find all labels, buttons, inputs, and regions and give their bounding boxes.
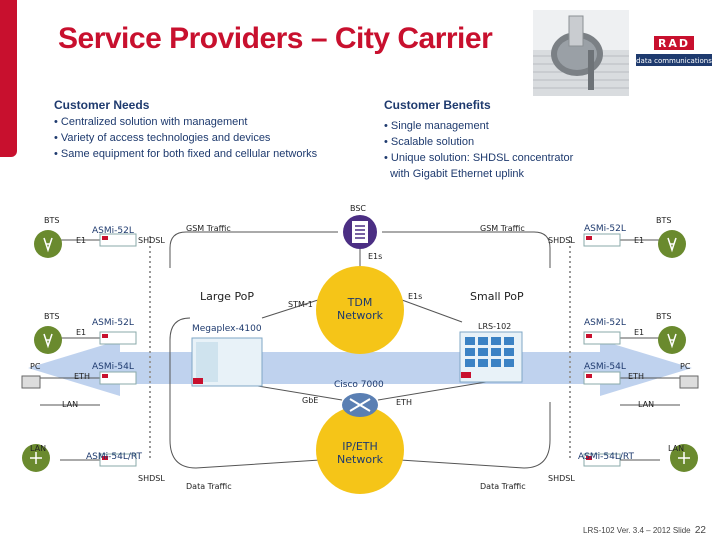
rad-logo: RAD data communications [636,30,712,72]
footer-text: LRS-102 Ver. 3.4 – 2012 Slide [583,526,691,535]
asmi52l-label-2: ASMi-52L [584,224,626,234]
bts-label-2: BTS [656,216,672,225]
e1s-label-2: E1s [408,292,423,301]
e1-label-4: E1 [634,328,645,337]
asmi52l-label-3: ASMi-52L [92,318,134,328]
lrs-device [459,331,523,383]
page-number: 22 [694,525,706,536]
benefits-item-1: • Single management [384,120,489,132]
asmi52l-label-4: ASMi-52L [584,318,626,328]
asmi54l-label-1: ASMi-54L [92,362,134,372]
pc-label-1: PC [30,362,41,371]
e1-label-3: E1 [76,328,87,337]
tdm-network-cloud [316,266,404,354]
gbe-label: GbE [302,396,319,405]
shdsl-label-1: SHDSL [138,236,165,245]
cisco-router-icon [342,393,378,417]
lan-label-1: LAN [62,400,79,409]
lrs-label: LRS-102 [478,322,512,331]
accent-bar [0,0,17,157]
bts-label-3: BTS [44,312,60,321]
svg-text:RAD: RAD [658,37,690,50]
bts-label-4: BTS [656,312,672,321]
lan-label-4: LAN [668,444,685,453]
asmi52l-label-1: ASMi-52L [92,226,134,236]
svg-text:data communications: data communications [636,57,712,65]
megaplex-device [191,337,263,387]
pc-icon [21,375,699,389]
megaplex-label: Megaplex-4100 [192,324,262,334]
ip-network-cloud [316,406,404,494]
large-pop-label: Large PoP [200,290,255,303]
data-traffic-label-2: Data Traffic [480,482,526,491]
bsc-label: BSC [350,204,367,213]
antenna-photo [533,10,629,96]
pc-label-2: PC [680,362,691,371]
e1s-label-1: E1s [368,252,383,261]
benefits-item-4: with Gigabit Ethernet uplink [384,168,525,180]
data-traffic-label-1: Data Traffic [186,482,232,491]
needs-item-2: • Variety of access technologies and dev… [54,132,271,144]
eth-label-2: ETH [628,372,644,381]
bsc-icon [343,215,377,249]
slide-footer: LRS-102 Ver. 3.4 – 2012 Slide 22 [583,525,706,536]
needs-item-1: • Centralized solution with management [54,116,248,128]
stm1-label: STM-1 [288,300,313,309]
connection-lines [30,231,690,469]
asmi-boxes-right [583,233,621,467]
benefits-item-3: • Unique solution: SHDSL concentrator [384,152,574,164]
bts-label-1: BTS [44,216,60,225]
asmi54lrt-label-1: ASMi-54L/RT [86,452,142,462]
small-pop-label: Small PoP [470,290,524,303]
shdsl-label-2: SHDSL [548,236,575,245]
slide-title: Service Providers – City Carrier [58,22,493,55]
eth-label-3: ETH [396,398,412,407]
gsm-traffic-label-2: GSM Traffic [480,224,525,233]
shdsl-label-3: SHDSL [138,474,165,483]
shdsl-lines [149,236,571,460]
lan-label-2: LAN [638,400,655,409]
needs-heading: Customer Needs [54,98,150,112]
eth-label-1: ETH [74,372,90,381]
benefits-item-2: • Scalable solution [384,136,475,148]
lan-label-3: LAN [30,444,47,453]
benefits-heading: Customer Benefits [384,98,491,112]
asmi54l-label-2: ASMi-54L [584,362,626,372]
needs-item-3: • Same equipment for both fixed and cell… [54,148,318,160]
cisco-label: Cisco 7000 [334,380,384,390]
asmi54lrt-label-2: ASMi-54L/RT [578,452,634,462]
tdm-network-label: TDM Network [337,296,383,322]
asmi-boxes-left [99,233,137,467]
shdsl-label-4: SHDSL [548,474,575,483]
e1-label-2: E1 [634,236,645,245]
e1-label-1: E1 [76,236,87,245]
ip-network-label: IP/ETH Network [337,440,383,466]
gsm-traffic-label-1: GSM Traffic [186,224,231,233]
